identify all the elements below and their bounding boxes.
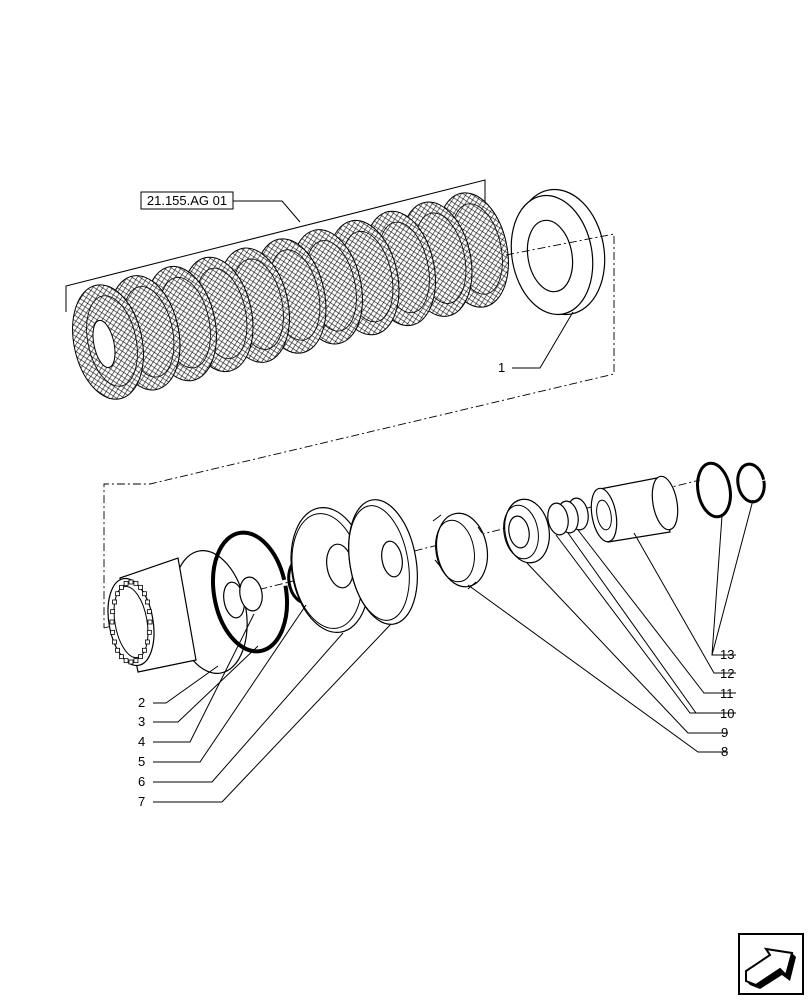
clutch-disc-stack [65,179,509,400]
next-page-arrow-icon [745,947,796,989]
part-2-splined-hub [107,550,248,674]
callout-8: 8 [721,744,728,759]
callout-4: 4 [138,734,145,749]
reference-leader [233,200,301,223]
reference-box-label: 21.155.AG 01 [147,193,227,208]
part-9-bearing [503,498,550,564]
callout-12: 12 [720,666,734,681]
callout-11: 11 [720,686,734,701]
clutch-disc-inner-edge [86,295,138,387]
spline-tooth [115,647,120,653]
spline-tooth [146,609,152,615]
part-13-snap-rings [696,461,766,519]
next-page-button[interactable] [738,933,804,995]
leader-lines [153,311,754,803]
spline-tooth [133,580,139,586]
spline-tooth [138,654,143,660]
callout-5: 5 [138,754,145,769]
spline-tooth [109,619,115,625]
spline-tooth [147,619,153,625]
spline-tooth [146,629,152,635]
spline-tooth [142,591,147,597]
callout-3: 3 [138,714,145,729]
spline-tooth [112,599,117,605]
part-12-sleeve [590,475,679,543]
spline-tooth [128,659,134,665]
part-10-11-bushing [547,497,589,536]
part-3-snap-ring [211,530,289,654]
spline-tooth [142,647,147,653]
spline-tooth [119,584,124,590]
spline-tooth [128,579,134,585]
spline-tooth [110,609,116,615]
callout-13: 13 [720,647,734,662]
callout-1: 1 [498,360,505,375]
spline-tooth [145,599,150,605]
part-4-seal [239,576,263,612]
callout-labels: 1 2 3 4 5 6 7 8 9 10 11 12 13 [138,360,734,809]
callout-10: 10 [720,706,734,721]
part-7-pressure-plate [348,499,418,625]
part-1-thrust-plate [510,188,606,316]
spline-tooth [110,629,116,635]
callout-9: 9 [721,725,728,740]
spline-tooth [119,654,124,660]
callout-7: 7 [138,794,145,809]
spline-tooth [123,580,129,586]
reference-box[interactable]: 21.155.AG 01 [140,191,234,210]
spline-tooth [133,658,139,664]
assembly-line-top [103,233,615,628]
clutch-disc-bore [92,319,116,369]
callout-2: 2 [138,695,145,710]
spline-tooth [138,584,143,590]
part-8-castellated-nut [432,512,489,590]
callout-6: 6 [138,774,145,789]
spline-tooth [112,639,117,645]
spline-tooth [145,639,150,645]
spline-tooth [123,658,129,664]
spline-tooth [115,591,120,597]
